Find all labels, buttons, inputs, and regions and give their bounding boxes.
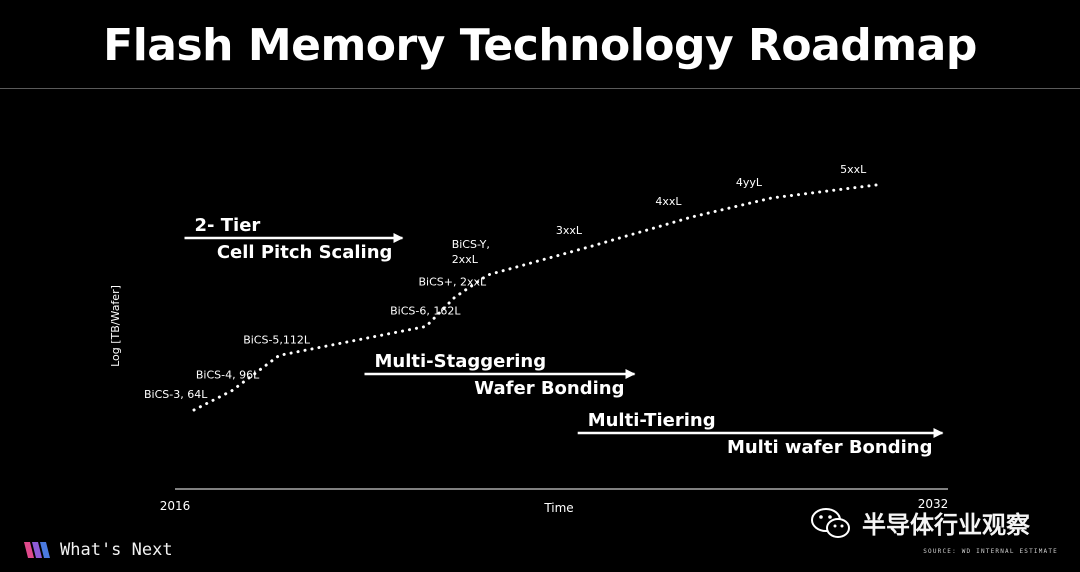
brand-name: What's Next	[60, 540, 173, 560]
page-title: Flash Memory Technology Roadmap	[103, 20, 977, 71]
point-label: 4yyL	[736, 176, 763, 189]
source-note: SOURCE: WD INTERNAL ESTIMATE	[923, 548, 1058, 555]
phase-subtitle: Multi wafer Bonding	[727, 437, 933, 458]
point-label: BiCS-Y,2xxL	[452, 238, 490, 266]
wechat-icon	[811, 507, 850, 538]
title-divider	[0, 88, 1080, 89]
phase-title: Multi-Staggering	[375, 351, 547, 372]
x-tick-label: 2032	[918, 497, 949, 511]
point-label: BiCS-6, 162L	[390, 304, 461, 317]
phase-subtitle: Cell Pitch Scaling	[217, 242, 393, 263]
watermark-text: 半导体行业观察	[862, 511, 1030, 539]
phase-title: 2- Tier	[195, 215, 261, 236]
x-tick-label: 2016	[160, 499, 191, 513]
point-label: BiCS-4, 96L	[196, 369, 260, 382]
point-label: 5xxL	[840, 163, 867, 176]
watermark: 半导体行业观察	[810, 505, 1030, 540]
point-label: BiCS+, 2xxL	[419, 276, 487, 289]
trend-line	[192, 183, 878, 412]
point-label: 3xxL	[556, 224, 583, 237]
y-axis-label: Log [TB/Wafer]	[109, 285, 122, 367]
x-axis-label: Time	[543, 501, 573, 515]
point-label: BiCS-3, 64L	[144, 388, 208, 401]
phase-subtitle: Wafer Bonding	[474, 378, 624, 399]
whats-next-logo-icon	[24, 542, 50, 558]
point-label: 4xxL	[655, 195, 682, 208]
brand: What's Next	[24, 540, 173, 560]
phase-title: Multi-Tiering	[588, 410, 716, 431]
point-label: BiCS-5,112L	[243, 333, 311, 346]
